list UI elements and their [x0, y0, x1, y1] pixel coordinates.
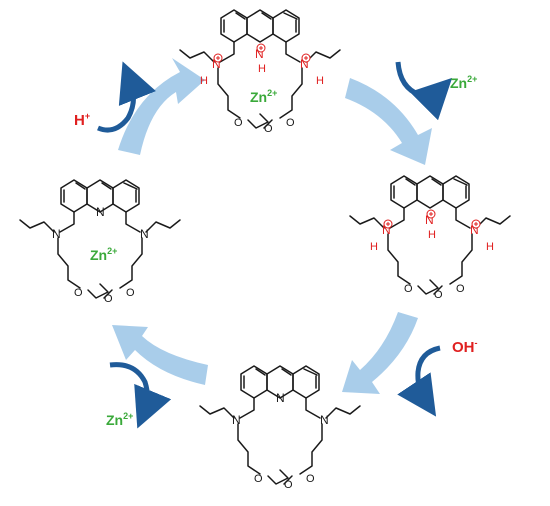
svg-text:O: O: [286, 117, 295, 129]
svg-text:O: O: [104, 293, 113, 305]
reagent-oh-minus: OH-: [452, 338, 478, 356]
curved-arrow-zn-release-bottom: [109, 362, 172, 429]
svg-text:O: O: [74, 287, 83, 299]
svg-text:O: O: [254, 473, 263, 485]
svg-text:N: N: [212, 57, 221, 71]
svg-text:O: O: [404, 283, 413, 295]
svg-text:N: N: [276, 391, 285, 405]
svg-text:N: N: [140, 227, 149, 241]
svg-text:N: N: [320, 413, 329, 427]
reagent-h-plus: H+: [74, 111, 90, 129]
svg-text:H: H: [258, 63, 266, 75]
cycle-arrow-bottom-left: [112, 325, 208, 385]
svg-text:O: O: [264, 123, 273, 135]
svg-text:N: N: [382, 223, 391, 237]
svg-text:O: O: [456, 283, 465, 295]
svg-text:H: H: [370, 241, 378, 253]
svg-text:N: N: [470, 223, 479, 237]
molecule-left-neutral-zn: N N N O O O Zn2+: [19, 179, 181, 305]
curved-arrow-h-plus: [97, 61, 156, 133]
cycle-arrow-bottom-right: [342, 312, 418, 394]
svg-text:H: H: [486, 241, 494, 253]
svg-text:O: O: [306, 473, 315, 485]
curved-arrow-oh-minus: [397, 345, 441, 417]
molecule-right-protonated: N H N H N H O O O: [349, 175, 511, 301]
svg-text:H: H: [200, 75, 208, 87]
cycle-arrow-top-left: [118, 58, 205, 155]
svg-text:Zn2+: Zn2+: [90, 246, 117, 263]
svg-text:N: N: [52, 227, 61, 241]
svg-text:O: O: [126, 287, 135, 299]
svg-text:N: N: [255, 47, 264, 61]
molecule-top-protonated: N H N H N H O O O Zn2+: [179, 9, 341, 135]
svg-text:O: O: [284, 479, 293, 491]
svg-text:H: H: [428, 229, 436, 241]
svg-text:H: H: [316, 75, 324, 87]
svg-text:O: O: [434, 289, 443, 301]
svg-text:O: O: [234, 117, 243, 129]
cycle-arrow-top-right: [345, 78, 432, 165]
molecule-bottom-neutral: N N N O O O: [199, 365, 361, 491]
svg-text:N: N: [300, 57, 309, 71]
svg-text:N: N: [232, 413, 241, 427]
svg-text:N: N: [425, 213, 434, 227]
curved-arrow-zn-release-top: [395, 61, 453, 121]
reagent-zn-release-top: Zn2+: [450, 74, 477, 91]
svg-text:N: N: [96, 205, 105, 219]
reagent-zn-release-bottom: Zn2+: [106, 411, 133, 428]
svg-text:Zn2+: Zn2+: [250, 88, 277, 105]
